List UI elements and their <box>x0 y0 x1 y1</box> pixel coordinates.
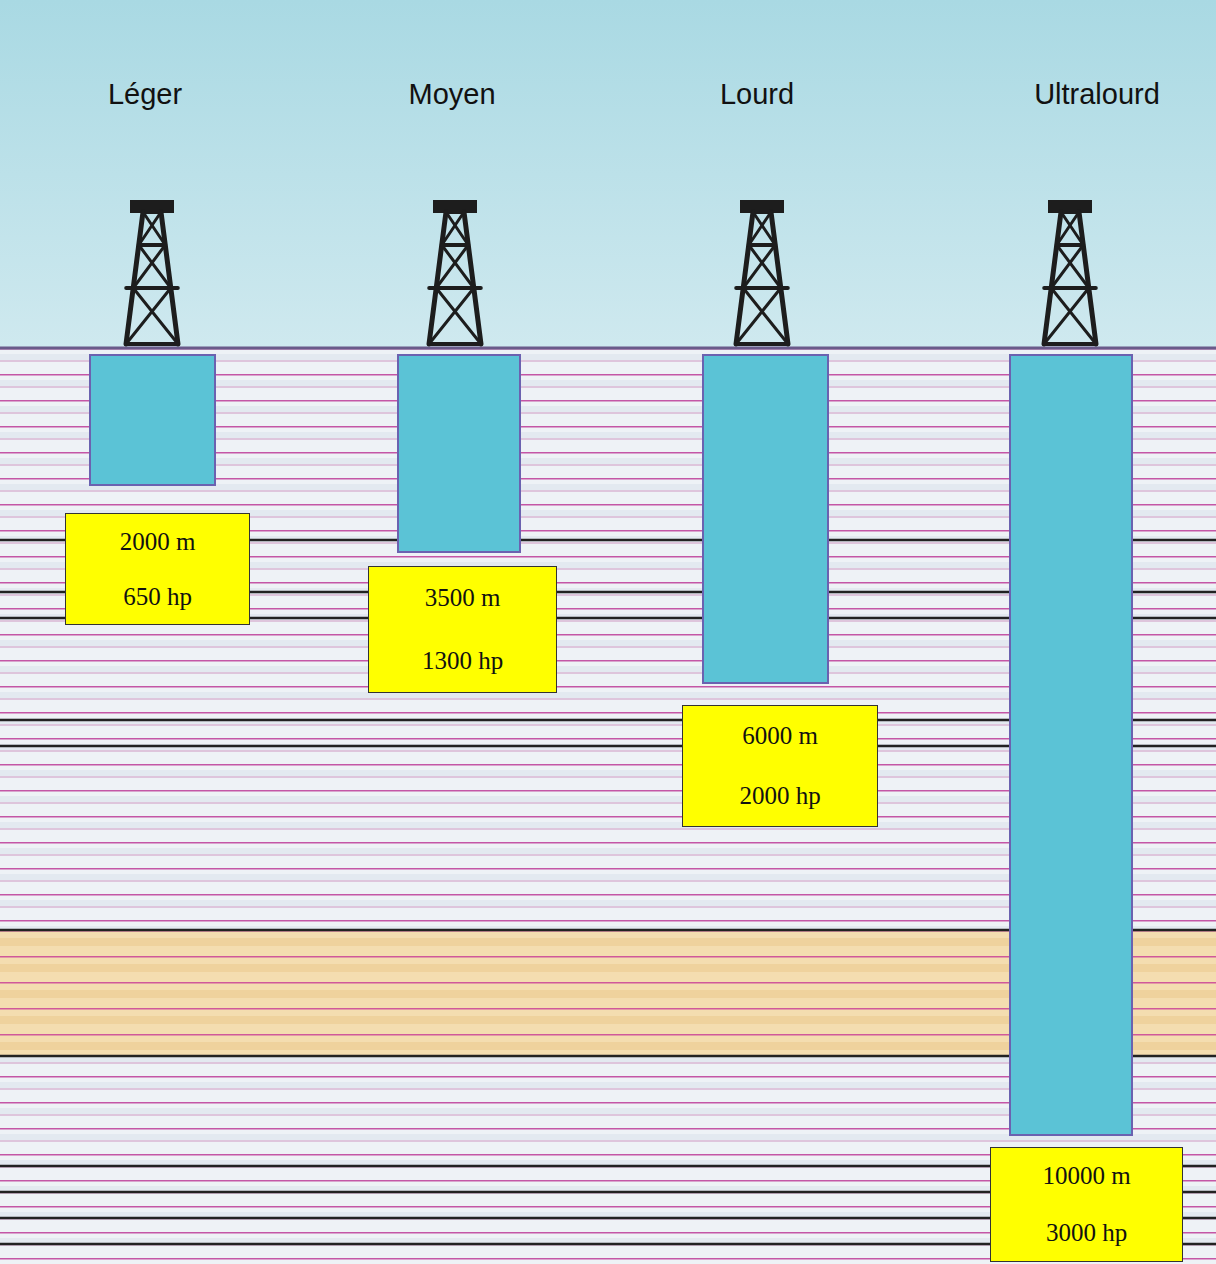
well-ultraheavy <box>1010 355 1132 1135</box>
depth-power-box: 2000 m 650 hp <box>65 513 250 625</box>
depth-power-box: 3500 m 1300 hp <box>368 566 557 693</box>
derricks <box>126 202 1096 344</box>
derrick <box>126 202 178 344</box>
rig-class-label: Ultralourd <box>1034 78 1160 111</box>
well-medium <box>398 355 520 552</box>
box-text: 650 hp <box>123 582 192 612</box>
rig-class-label: Moyen <box>408 78 495 111</box>
rig-class-label: Lourd <box>720 78 794 111</box>
rock-strata <box>0 348 1216 1264</box>
wells <box>90 355 1132 1135</box>
box-text: 3500 m <box>425 583 501 613</box>
surface-line <box>0 347 1216 350</box>
box-text: 3000 hp <box>1046 1218 1127 1248</box>
well-heavy <box>703 355 828 683</box>
rig-class-label: Léger <box>108 78 182 111</box>
box-text: 10000 m <box>1042 1161 1130 1191</box>
derrick <box>1044 202 1096 344</box>
depth-power-box: 10000 m 3000 hp <box>990 1147 1183 1262</box>
box-text: 1300 hp <box>422 646 503 676</box>
sky <box>0 0 1216 348</box>
well-light <box>90 355 215 485</box>
derrick <box>736 202 788 344</box>
box-text: 6000 m <box>742 721 818 751</box>
box-text: 2000 hp <box>739 781 820 811</box>
box-text: 2000 m <box>120 527 196 557</box>
depth-power-box: 6000 m 2000 hp <box>682 705 878 827</box>
derrick <box>429 202 481 344</box>
